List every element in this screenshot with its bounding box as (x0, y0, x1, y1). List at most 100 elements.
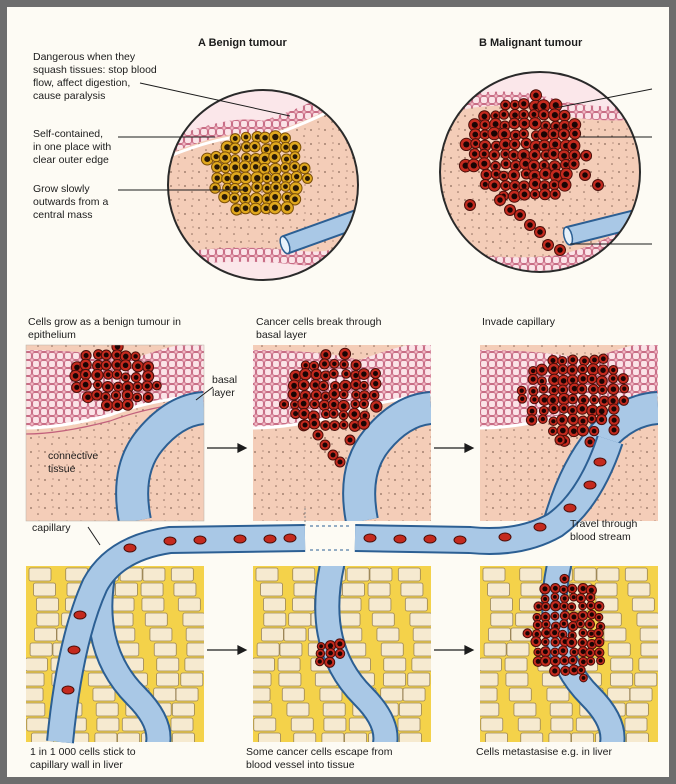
cell-nucleus (232, 145, 238, 151)
cell-nucleus (222, 165, 228, 171)
cell-nucleus (291, 144, 298, 151)
hepatocyte (490, 612, 514, 627)
cell-nucleus (529, 417, 535, 423)
cell-nucleus (540, 102, 547, 110)
hepatocyte (288, 612, 312, 627)
cell-nucleus (323, 411, 329, 417)
cell-nucleus (292, 154, 298, 160)
cell-nucleus (541, 408, 547, 414)
cell-nucleus (560, 358, 565, 364)
cell-nucleus (570, 377, 576, 383)
hepatocyte (156, 657, 180, 672)
cell-nucleus (557, 437, 563, 443)
cell-nucleus (312, 401, 317, 407)
cell-nucleus (481, 151, 487, 157)
cell-nucleus (501, 173, 507, 179)
cell-nucleus (621, 398, 627, 404)
cell-nucleus (323, 394, 328, 399)
cell-nucleus (261, 166, 268, 172)
cell-nucleus (562, 576, 567, 581)
hepatocyte (380, 687, 404, 702)
cell-nucleus (114, 372, 120, 377)
hepatocyte (548, 732, 572, 742)
cell-nucleus (341, 422, 346, 427)
cell-nucleus (552, 141, 559, 148)
liver-panel-3 (480, 566, 658, 742)
cell-nucleus (511, 152, 517, 158)
cell-nucleus (513, 132, 519, 139)
cell-nucleus (527, 222, 533, 228)
cell-nucleus (204, 156, 211, 163)
cell-nucleus (264, 196, 271, 202)
process-arrows (207, 443, 475, 655)
cell-nucleus (559, 417, 565, 423)
cell-nucleus (531, 112, 537, 117)
cell-nucleus (610, 376, 616, 381)
cell-nucleus (361, 383, 367, 388)
cell-nucleus (471, 121, 478, 128)
cell-nucleus (562, 613, 568, 618)
cell-nucleus (317, 659, 322, 664)
hepatocyte (627, 582, 651, 597)
cell-nucleus (145, 364, 151, 370)
cell-nucleus (313, 371, 319, 378)
cell-nucleus (471, 151, 478, 157)
cell-nucleus (563, 161, 569, 168)
cell-nucleus (551, 111, 558, 119)
hepatocyte (596, 567, 620, 582)
cell-nucleus (243, 155, 249, 161)
cell-nucleus (123, 374, 128, 380)
cell-nucleus (72, 373, 79, 379)
cell-nucleus (551, 376, 558, 383)
cell-nucleus (493, 113, 498, 118)
cell-nucleus (313, 392, 319, 398)
cell-nucleus (145, 373, 151, 379)
cell-nucleus (582, 358, 587, 364)
connective-tissue-label: connective tissue (48, 450, 99, 475)
cell-nucleus (322, 442, 328, 448)
hepatocyte (342, 582, 365, 597)
cell-nucleus (532, 191, 538, 197)
cell-nucleus (578, 667, 584, 673)
cell-nucleus (318, 651, 323, 656)
cell-nucleus (543, 597, 548, 601)
cell-nucleus (533, 92, 539, 99)
cell-nucleus (560, 367, 566, 373)
cell-nucleus (532, 120, 539, 127)
cell-nucleus (588, 587, 594, 593)
cell-nucleus (482, 142, 488, 149)
cell-nucleus (591, 397, 597, 402)
hepatocyte (117, 732, 141, 742)
cell-nucleus (552, 650, 557, 655)
cell-nucleus (284, 194, 291, 200)
cell-nucleus (552, 594, 557, 599)
cell-nucleus (580, 604, 585, 608)
cell-nucleus (578, 621, 583, 626)
cell-nucleus (302, 371, 309, 378)
hepatocyte (634, 672, 658, 687)
hepatocyte (369, 567, 393, 582)
hepatocyte (34, 627, 57, 642)
cell-nucleus (543, 640, 548, 644)
cell-nucleus (541, 397, 548, 403)
cell-nucleus (590, 366, 597, 373)
cell-nucleus (292, 164, 298, 170)
cell-nucleus (589, 416, 594, 421)
hepatocyte (571, 732, 595, 742)
cell-nucleus (362, 413, 368, 419)
cell-nucleus (541, 162, 547, 168)
hepatocyte (263, 612, 287, 627)
cell-nucleus (579, 406, 585, 412)
cell-nucleus (611, 417, 617, 423)
cell-nucleus (561, 152, 568, 159)
cell-nucleus (95, 362, 101, 369)
cell-nucleus (144, 383, 150, 389)
cell-nucleus (353, 401, 358, 407)
hepatocyte (170, 567, 194, 582)
cell-nucleus (523, 140, 529, 147)
cell-nucleus (521, 112, 527, 117)
cell-nucleus (470, 162, 477, 169)
cell-nucleus (511, 193, 518, 200)
cell-nucleus (611, 427, 617, 433)
